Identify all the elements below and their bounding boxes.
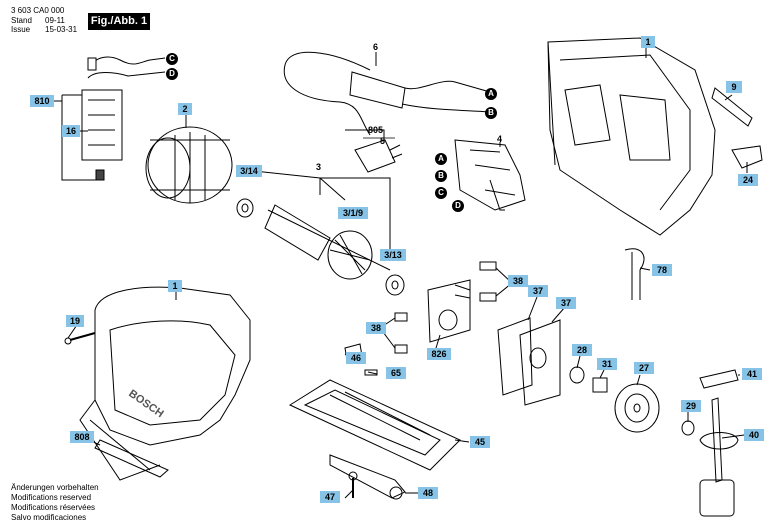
housing-shell-right [547,37,716,236]
tag-38-b: 38 [366,322,386,334]
tag-27: 27 [634,362,654,374]
lever-48 [329,454,406,499]
connector-d-top: D [166,68,178,80]
tag-29: 29 [681,400,701,412]
armature-commutator [264,204,331,261]
bearing-3-13 [385,274,405,296]
tag-37-b: 37 [556,297,576,309]
tag-37-a: 37 [528,285,548,297]
piece-24 [731,145,763,169]
part-29 [681,420,695,436]
power-plug [354,139,396,173]
connector-c-top: C [166,53,178,65]
connector-d-switch: D [452,200,464,212]
doc-number: 3 603 CA0 000 [11,6,65,15]
label-3: 3 [316,162,322,172]
wire-d [87,71,166,79]
tag-808: 808 [70,431,94,443]
label-805: 805 [368,125,384,135]
tag-3-14: 3/14 [236,165,262,177]
strip-808 [94,439,169,478]
tag-41: 41 [742,368,762,380]
connector-a-switch: A [435,153,447,165]
figure-label: Fig./Abb. 1 [88,13,150,30]
gear-27 [614,383,660,433]
tag-24: 24 [738,174,758,186]
clip-38-a [479,261,497,271]
switch-assembly [81,89,123,161]
tag-38-a: 38 [508,275,528,287]
clip-38-c [394,312,408,322]
part-41 [699,369,739,389]
tag-48: 48 [418,487,438,499]
cable-grommet [349,71,406,109]
on-off-switch [454,139,526,211]
stand-label: Stand [11,16,32,25]
plate-826 [427,279,471,343]
housing-main [94,286,251,446]
bearing-3-14 [236,198,254,218]
modification-notes: Änderungen vorbehalten Modifications res… [11,483,99,523]
tag-1-bottom: 1 [168,280,182,292]
note-spanish: Salvo modificaciones [11,513,87,522]
tag-16: 16 [62,125,80,137]
tag-40: 40 [744,429,764,441]
clip-38-d [394,344,408,354]
pinion-31 [592,377,608,393]
tag-19: 19 [66,315,84,327]
washer-28 [569,366,585,384]
tag-46: 46 [346,352,366,364]
piece-9 [711,87,753,127]
part-65 [364,369,378,376]
tag-28: 28 [572,344,592,356]
armature-fan [327,230,373,280]
note-german: Änderungen vorbehalten [11,483,99,492]
base-plate-45 [288,379,461,471]
tag-65: 65 [386,367,406,379]
label-4: 4 [497,134,503,144]
plunger-40 [711,397,723,483]
issue-label: Issue [11,25,31,34]
connector-b-switch: B [435,170,447,182]
tag-3-1-9: 3/1/9 [338,207,368,219]
note-english: Modifications reserved [11,493,92,502]
tag-2: 2 [178,103,192,115]
tag-45: 45 [470,436,490,448]
clip-38-b [479,292,497,302]
wire-c [87,56,166,71]
connector-c-switch: C [435,187,447,199]
tag-78: 78 [652,264,672,276]
tag-31: 31 [597,358,617,370]
tag-47: 47 [320,491,340,503]
note-french: Modifications réservées [11,503,96,512]
plate-37-b [519,319,561,406]
connector-a-cable: A [485,88,497,100]
tag-9: 9 [726,81,742,93]
clip-78 [624,248,645,300]
label-6: 6 [373,42,379,52]
power-cable [283,51,371,136]
blade-holder [699,479,735,517]
tag-1-top: 1 [641,36,655,48]
issue-date: 15-03-31 [45,25,78,34]
label-5: 5 [380,136,386,146]
tag-810: 810 [30,95,54,107]
plate-37-a [497,317,533,396]
doc-header: 3 603 CA0 000 Stand 09-11 Issue 15-03-31 [11,6,77,34]
stand-date: 09-11 [45,16,65,25]
tag-3-13: 3/13 [380,249,406,261]
connector-b-cable: B [485,107,497,119]
tag-826: 826 [427,348,451,360]
brand-logo: BOSCH [126,388,165,421]
